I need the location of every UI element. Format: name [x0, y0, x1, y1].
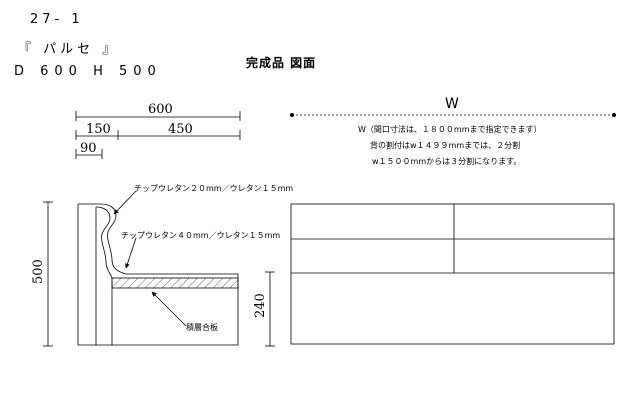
seat-cushion [111, 277, 239, 289]
product-code: 27- 1 [30, 12, 84, 27]
product-name: 『 パルセ 』 [18, 42, 120, 57]
depth-dimensions [75, 111, 241, 159]
width-note-2: 背の割付はw１４９９mmまでは、２分割 [370, 140, 520, 150]
height-total-label: 500 [31, 259, 46, 284]
depth-seat-label: 450 [168, 122, 193, 137]
width-note-1: W（間口寸法は、１８００mmまで指定できます） [358, 124, 542, 134]
depth-total-label: 600 [148, 102, 173, 117]
base-label: 積層合板 [186, 322, 218, 332]
product-dimensions: D 600 H 500 [14, 64, 162, 79]
width-note-3: w１５００mmからは３分割になります。 [372, 156, 521, 166]
back-cushion-label: チップウレタン２０mm／ウレタン１５mm [134, 184, 293, 193]
seat-height-label: 240 [253, 293, 268, 318]
drawing-title: 完成品 図面 [246, 56, 317, 70]
depth-back-label: 90 [80, 141, 97, 156]
leader-lines [113, 190, 187, 327]
height-dimensions [43, 201, 275, 347]
depth-front-label: 150 [86, 122, 111, 137]
width-dimension [289, 113, 617, 118]
front-view-sofa [290, 203, 615, 345]
width-label: W [445, 96, 459, 112]
seat-cushion-label: チップウレタン４０mm／ウレタン１５mm [121, 231, 280, 240]
